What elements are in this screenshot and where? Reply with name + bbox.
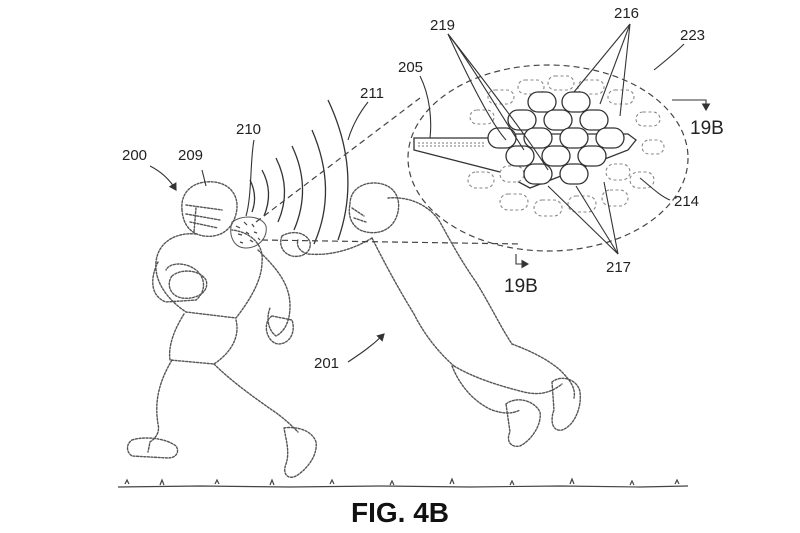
ref-label-209: 209 — [178, 147, 203, 164]
detail-view-ellipse — [407, 64, 689, 252]
carrier-ball-arm — [152, 261, 205, 303]
ground-line — [117, 477, 689, 488]
ref-label-216: 216 — [614, 5, 639, 22]
ref-label-219: 219 — [430, 17, 455, 34]
tackler-arm — [296, 237, 373, 256]
leader-lines — [149, 23, 711, 363]
tackler-helmet — [348, 182, 400, 234]
callout-lines — [255, 97, 523, 245]
diving-tackler-player — [280, 182, 581, 447]
tackler-facemask — [351, 207, 367, 223]
ref-label-223: 223 — [680, 27, 705, 44]
carrier-glove — [265, 315, 294, 345]
ball-carrier-player — [126, 99, 349, 478]
ref-label-200: 200 — [122, 147, 147, 164]
carrier-front-leg — [213, 363, 299, 433]
carrier-torso — [155, 229, 263, 319]
tackler-shoe-1 — [505, 399, 541, 447]
tackler-torso — [387, 197, 513, 345]
tackler-back-leg — [451, 365, 521, 414]
tackler-shoe-2 — [551, 377, 581, 431]
tackler-glove — [280, 231, 311, 258]
tackler-belly — [371, 237, 455, 367]
tackler-upper-leg — [453, 365, 563, 395]
ref-label-217: 217 — [606, 259, 631, 276]
ref-label-211: 211 — [360, 85, 384, 102]
figure-caption: FIG. 4B — [351, 497, 449, 528]
ref-label-205: 205 — [398, 59, 423, 76]
ref-label-210: 210 — [236, 121, 261, 138]
carrier-facemask — [185, 204, 223, 233]
tackler-lower-leg — [511, 343, 576, 399]
carrier-back-leg — [147, 359, 173, 453]
football — [168, 270, 208, 299]
ref-label-214: 214 — [674, 193, 699, 210]
ref-label-201: 201 — [314, 355, 339, 372]
carrier-hips — [168, 313, 238, 365]
carrier-free-arm — [257, 249, 291, 337]
signal-arcs — [249, 99, 349, 245]
hidden-sensor-pods — [467, 75, 665, 217]
carrier-front-shoe — [283, 426, 317, 478]
carrier-back-shoe — [126, 437, 179, 459]
section-label-top: 19B — [690, 118, 724, 139]
shoulder-sensor-patch — [230, 216, 267, 249]
carrier-helmet — [181, 181, 238, 237]
sensor-pods — [487, 91, 625, 185]
section-label-bottom: 19B — [504, 276, 538, 297]
